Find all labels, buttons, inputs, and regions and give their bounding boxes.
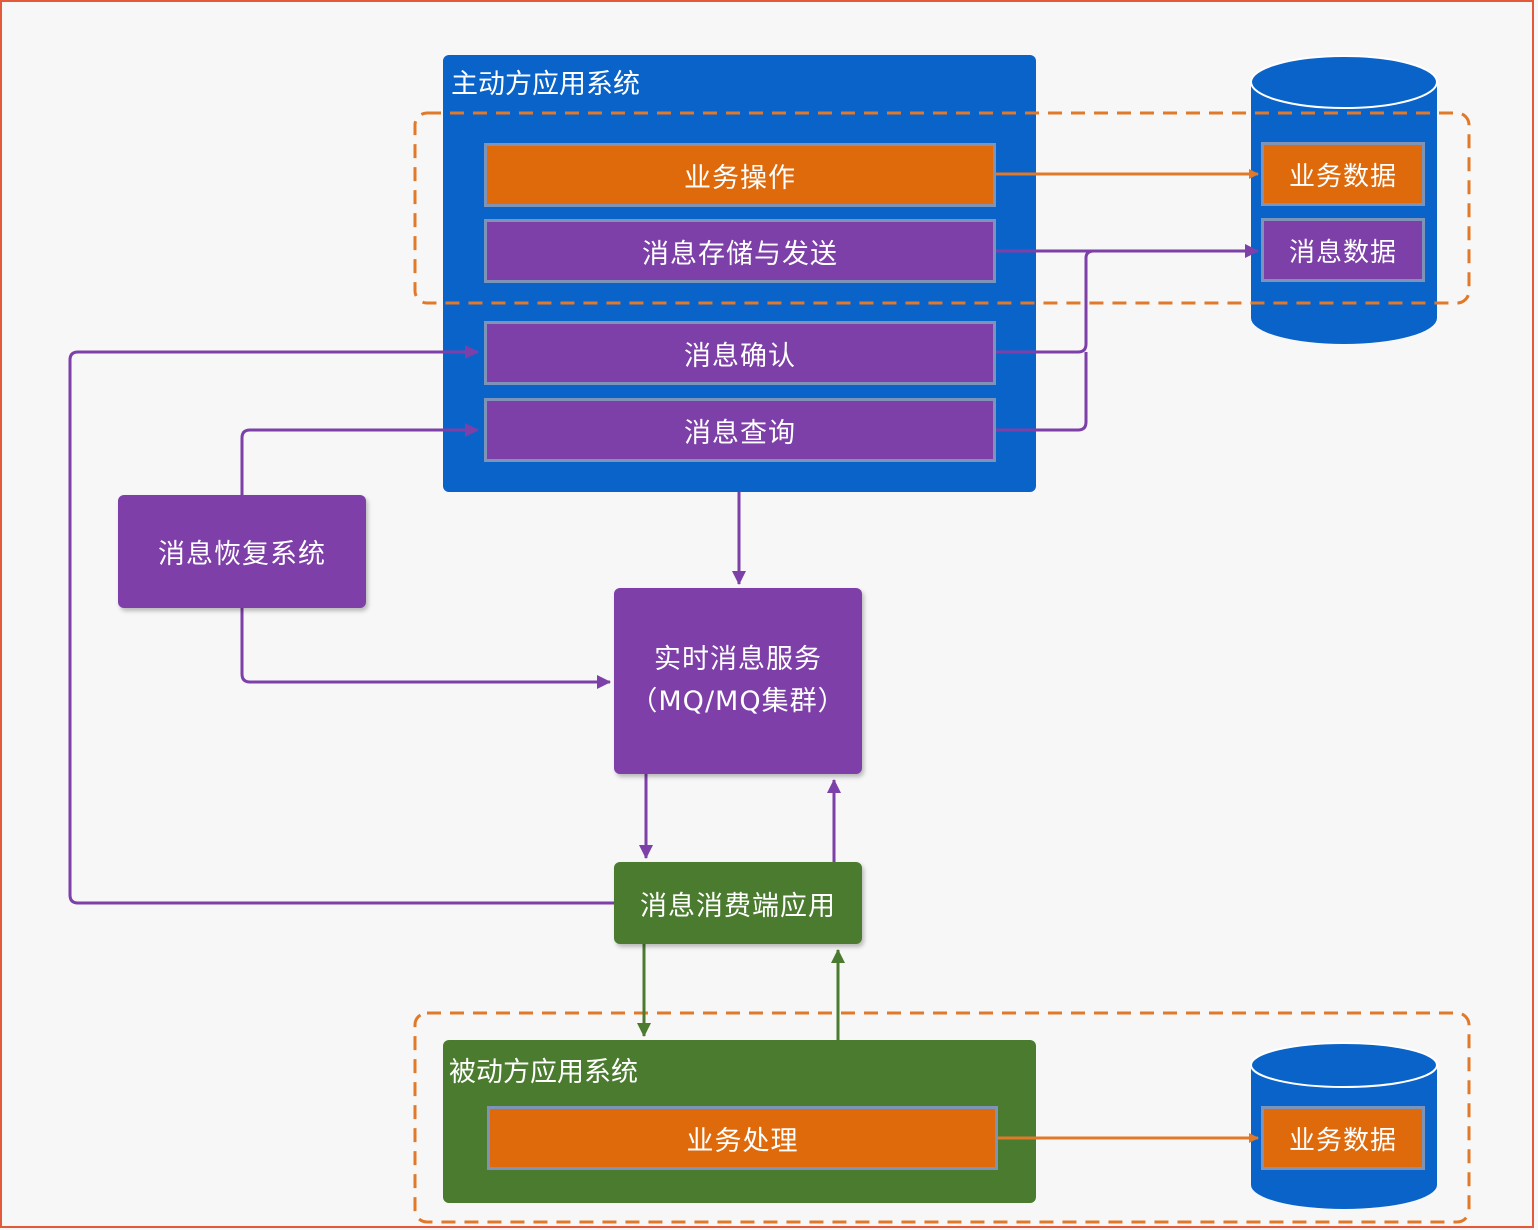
realtime-mq-service[interactable]: 实时消息服务 （MQ/MQ集群）	[614, 588, 862, 774]
line-confirm-to-msgdb	[994, 249, 1258, 354]
arrow-consumer-to-confirm	[68, 345, 614, 905]
message-recovery-system[interactable]: 消息恢复系统	[118, 495, 366, 608]
passive-system-title: 被动方应用系统	[449, 1057, 638, 1088]
arrow-recovery-to-query	[240, 423, 479, 495]
db-bottom-business-data-label: 业务数据	[1261, 1106, 1425, 1170]
db-message-data-label: 消息数据	[1261, 218, 1425, 282]
mq-service-title: 实时消息服务	[654, 644, 822, 675]
business-process-box[interactable]: 业务处理	[487, 1106, 998, 1170]
message-consumer-app[interactable]: 消息消费端应用	[614, 862, 862, 944]
message-confirm-box[interactable]: 消息确认	[484, 321, 996, 385]
transaction-boundary-top	[413, 111, 1471, 305]
message-query-box[interactable]: 消息查询	[484, 398, 996, 462]
active-system-title: 主动方应用系统	[451, 69, 640, 100]
line-query-to-msgdb	[994, 352, 1088, 432]
mq-service-subtitle: （MQ/MQ集群）	[630, 686, 846, 717]
message-store-send-box[interactable]: 消息存储与发送	[484, 219, 996, 283]
transaction-boundary-bottom	[413, 1011, 1471, 1224]
business-operation-box[interactable]: 业务操作	[484, 143, 996, 207]
arrow-recovery-to-mq	[240, 608, 611, 689]
db-business-data-label: 业务数据	[1261, 142, 1425, 206]
